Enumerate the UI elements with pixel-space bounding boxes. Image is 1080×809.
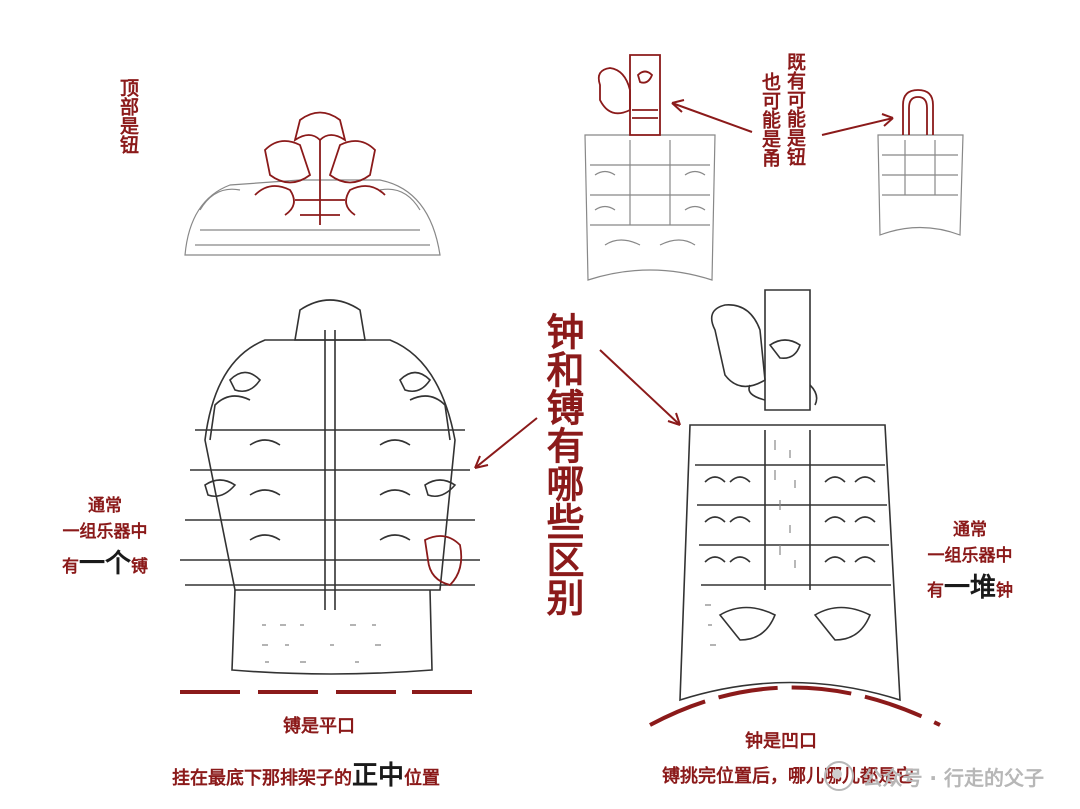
zhong-mouth-caption: 钟是凹口	[745, 731, 817, 752]
zhong-small-drawing	[584, 54, 716, 281]
zhong-niu-drawing	[877, 89, 964, 236]
niu-or-yong-note-a: 既有可能是钮	[784, 52, 806, 166]
bo-top-drawing	[184, 111, 441, 256]
bo-position-caption: 挂在最底下那排架子的正中位置	[172, 761, 441, 791]
bo-mouth-caption: 镈是平口	[283, 716, 355, 737]
bo-count-note: 通常 一组乐器中 有一个镈	[40, 494, 170, 584]
niu-or-yong-note-b: 也可能是甬	[759, 72, 781, 167]
bo-note-line3: 有一个镈	[61, 549, 148, 579]
zhong-large-drawing	[649, 289, 941, 727]
bo-note-line1: 通常	[88, 496, 122, 516]
bo-note-line2: 一组乐器中	[62, 521, 148, 542]
zhong-note-line1: 通常	[953, 520, 987, 540]
wechat-icon	[824, 761, 855, 791]
watermark: 公众号 · 行走的父子	[824, 761, 1044, 791]
zhong-note-line2: 一组乐器中	[927, 545, 1013, 566]
bo-large-drawing	[180, 299, 480, 694]
watermark-text: 公众号 · 行走的父子	[862, 765, 1044, 790]
page-title: 钟和镈有哪些区别	[540, 312, 584, 616]
arrows	[474, 99, 894, 469]
bo-knob-note: 顶部是钮	[117, 78, 139, 154]
bo-knob-highlight	[254, 111, 386, 225]
zhong-count-note: 通常 一组乐器中 有一堆钟	[905, 518, 1035, 608]
zhong-note-line3: 有一堆钟	[926, 573, 1013, 603]
